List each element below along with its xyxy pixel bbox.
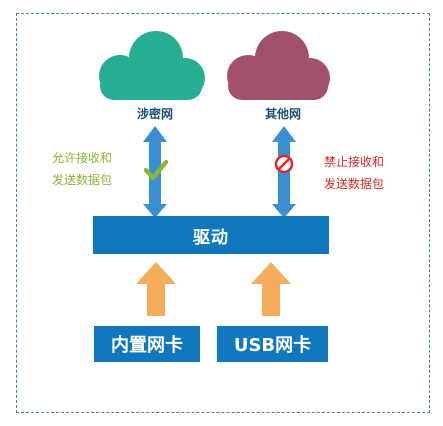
- other-network-label: 其他网: [264, 107, 301, 121]
- other-network-cloud: [227, 31, 330, 100]
- usb-nic-box: USB网卡: [217, 326, 328, 362]
- classified-network-label: 涉密网: [136, 107, 173, 121]
- internal-nic-box: 内置网卡: [94, 326, 200, 362]
- allow-note-line2: 发送数据包: [52, 173, 113, 187]
- deny-note-line1: 禁止接收和: [324, 155, 385, 169]
- driver-bar: 驱动: [93, 216, 329, 254]
- check-icon: [143, 159, 169, 181]
- allow-note-line1: 允许接收和: [52, 151, 113, 165]
- prohibited-icon: [274, 154, 294, 174]
- deny-note-line2: 发送数据包: [324, 177, 385, 191]
- diagram-frame: [16, 13, 430, 413]
- allow-note: 允许接收和 发送数据包: [52, 147, 112, 191]
- usb-nic-up-arrow: [251, 262, 291, 316]
- classified-network-cloud: [99, 31, 205, 100]
- internal-nic-up-arrow: [136, 262, 176, 316]
- deny-note: 禁止接收和 发送数据包: [324, 151, 384, 195]
